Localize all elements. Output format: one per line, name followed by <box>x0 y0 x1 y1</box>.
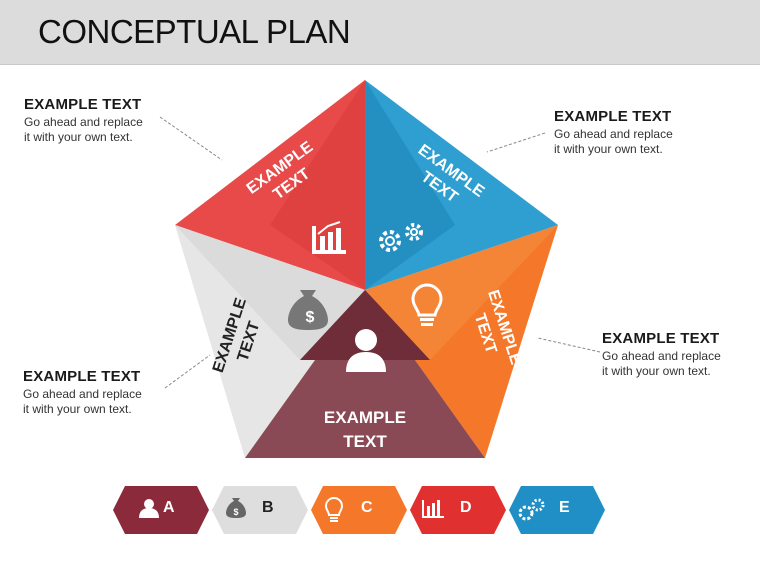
callout-title: EXAMPLE TEXT <box>24 96 142 113</box>
legend-item-e[interactable]: E <box>509 486 605 534</box>
callout-right: EXAMPLE TEXT Go ahead and replace it wit… <box>602 330 760 379</box>
legend-label: A <box>163 499 175 516</box>
connector-line <box>537 337 601 353</box>
callout-title: EXAMPLE TEXT <box>554 108 672 125</box>
callout-desc-line1: Go ahead and replace <box>554 127 673 141</box>
lightbulb-icon <box>324 496 344 522</box>
callout-desc-line1: Go ahead and replace <box>23 387 142 401</box>
bar-chart-icon <box>312 221 346 254</box>
callout-desc-line1: Go ahead and replace <box>602 349 721 363</box>
money-bag-icon: $ <box>226 498 246 518</box>
legend-item-b[interactable]: $ B <box>212 486 308 534</box>
segment-orange-inner <box>365 225 558 360</box>
segment-maroon-inner <box>300 290 430 360</box>
money-bag-icon: $ <box>288 290 328 330</box>
person-icon <box>346 329 386 372</box>
callout-desc-line2: it with your own text. <box>24 130 133 144</box>
lightbulb-icon <box>411 283 443 326</box>
page-title: CONCEPTUAL PLAN <box>38 13 351 50</box>
callout-top-right: EXAMPLE TEXT Go ahead and replace it wit… <box>554 108 724 157</box>
segment-maroon-line2: TEXT <box>343 432 387 451</box>
legend-label: E <box>559 499 570 516</box>
callout-title: EXAMPLE TEXT <box>23 368 141 385</box>
segment-red-inner <box>270 80 365 290</box>
callout-desc-line2: it with your own text. <box>602 364 711 378</box>
person-icon <box>139 499 159 518</box>
callout-desc-line2: it with your own text. <box>554 142 663 156</box>
svg-text:$: $ <box>233 507 238 517</box>
legend-label: C <box>361 499 373 516</box>
connector-line <box>164 354 211 389</box>
legend-item-a[interactable]: A <box>113 486 209 534</box>
callout-left: EXAMPLE TEXT Go ahead and replace it wit… <box>23 368 193 417</box>
bar-chart-icon <box>422 500 444 518</box>
legend-item-d[interactable]: D <box>410 486 506 534</box>
svg-text:$: $ <box>306 309 315 326</box>
callout-title: EXAMPLE TEXT <box>602 330 720 347</box>
legend-label: B <box>262 499 274 516</box>
gears-icon <box>379 223 423 252</box>
connector-line <box>486 132 546 153</box>
legend-item-c[interactable]: C <box>311 486 407 534</box>
segment-maroon-line1: EXAMPLE <box>324 408 406 427</box>
gears-icon <box>518 498 545 521</box>
connector-line <box>159 116 223 161</box>
segment-maroon[interactable] <box>245 290 485 458</box>
header-bar: CONCEPTUAL PLAN <box>0 0 760 65</box>
legend-label: D <box>460 499 472 516</box>
segment-maroon-label: EXAMPLE TEXT <box>324 408 406 451</box>
callout-desc-line2: it with your own text. <box>23 402 132 416</box>
callout-desc-line1: Go ahead and replace <box>24 115 143 129</box>
callout-top-left: EXAMPLE TEXT Go ahead and replace it wit… <box>24 96 194 145</box>
